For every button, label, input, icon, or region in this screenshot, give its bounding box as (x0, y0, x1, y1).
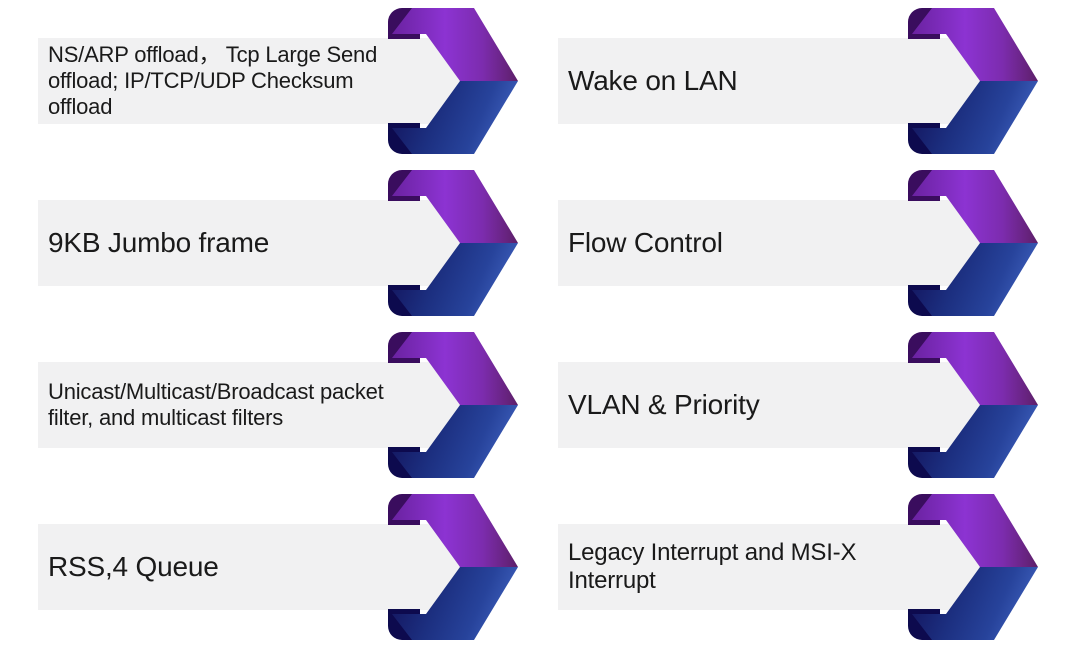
feature-bar: 9KB Jumbo frame (38, 200, 468, 286)
feature-bar: Unicast/Multicast/Broadcast packet filte… (38, 362, 468, 448)
feature-bar: Legacy Interrupt and MSI-X Interrupt (558, 524, 988, 610)
feature-bar: Wake on LAN (558, 38, 988, 124)
chevron-ribbon-arrow-icon (908, 332, 1038, 478)
feature-label: VLAN & Priority (568, 389, 760, 421)
feature-label: Flow Control (568, 227, 723, 259)
feature-bar: VLAN & Priority (558, 362, 988, 448)
feature-bar: Flow Control (558, 200, 988, 286)
chevron-ribbon-arrow-icon (388, 494, 518, 640)
feature-label: Wake on LAN (568, 65, 738, 97)
feature-bar: RSS,4 Queue (38, 524, 468, 610)
feature-bar: NS/ARP offload， Tcp Large Send offload; … (38, 38, 468, 124)
chevron-ribbon-arrow-icon (908, 8, 1038, 154)
feature-label: Legacy Interrupt and MSI-X Interrupt (568, 538, 857, 594)
feature-label: NS/ARP offload， Tcp Large Send offload; … (48, 42, 378, 119)
feature-label: Unicast/Multicast/Broadcast packet filte… (48, 379, 384, 430)
chevron-ribbon-arrow-icon (388, 170, 518, 316)
chevron-ribbon-arrow-icon (908, 170, 1038, 316)
feature-label: RSS,4 Queue (48, 551, 219, 583)
chevron-ribbon-arrow-icon (388, 332, 518, 478)
chevron-ribbon-arrow-icon (388, 8, 518, 154)
feature-label: 9KB Jumbo frame (48, 227, 270, 259)
chevron-ribbon-arrow-icon (908, 494, 1038, 640)
